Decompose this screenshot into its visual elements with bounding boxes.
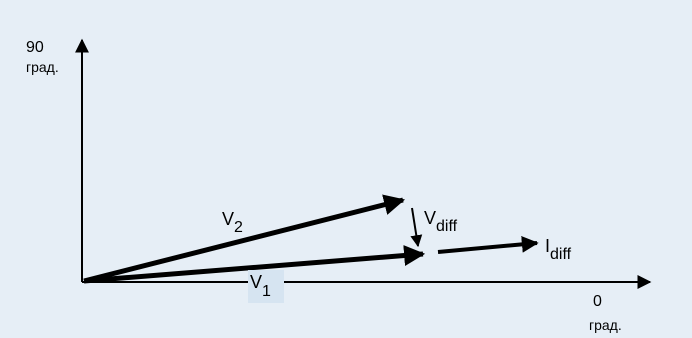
x-axis-unit: град. xyxy=(589,317,622,333)
v1-label: V1 xyxy=(250,272,271,300)
v2-vector xyxy=(83,194,406,284)
y-axis-value: 90 xyxy=(26,39,44,56)
y-axis-unit: град. xyxy=(26,59,59,75)
vdiff-label: Vdiff xyxy=(424,208,458,235)
v2-label: V2 xyxy=(222,209,243,236)
idiff-vector xyxy=(437,236,539,254)
idiff-label: Idiff xyxy=(545,236,572,263)
v1-label-highlight xyxy=(248,270,284,303)
v1-vector xyxy=(83,245,426,284)
x-axis-value: 0 xyxy=(593,293,602,310)
vdiff-vector xyxy=(410,207,423,248)
